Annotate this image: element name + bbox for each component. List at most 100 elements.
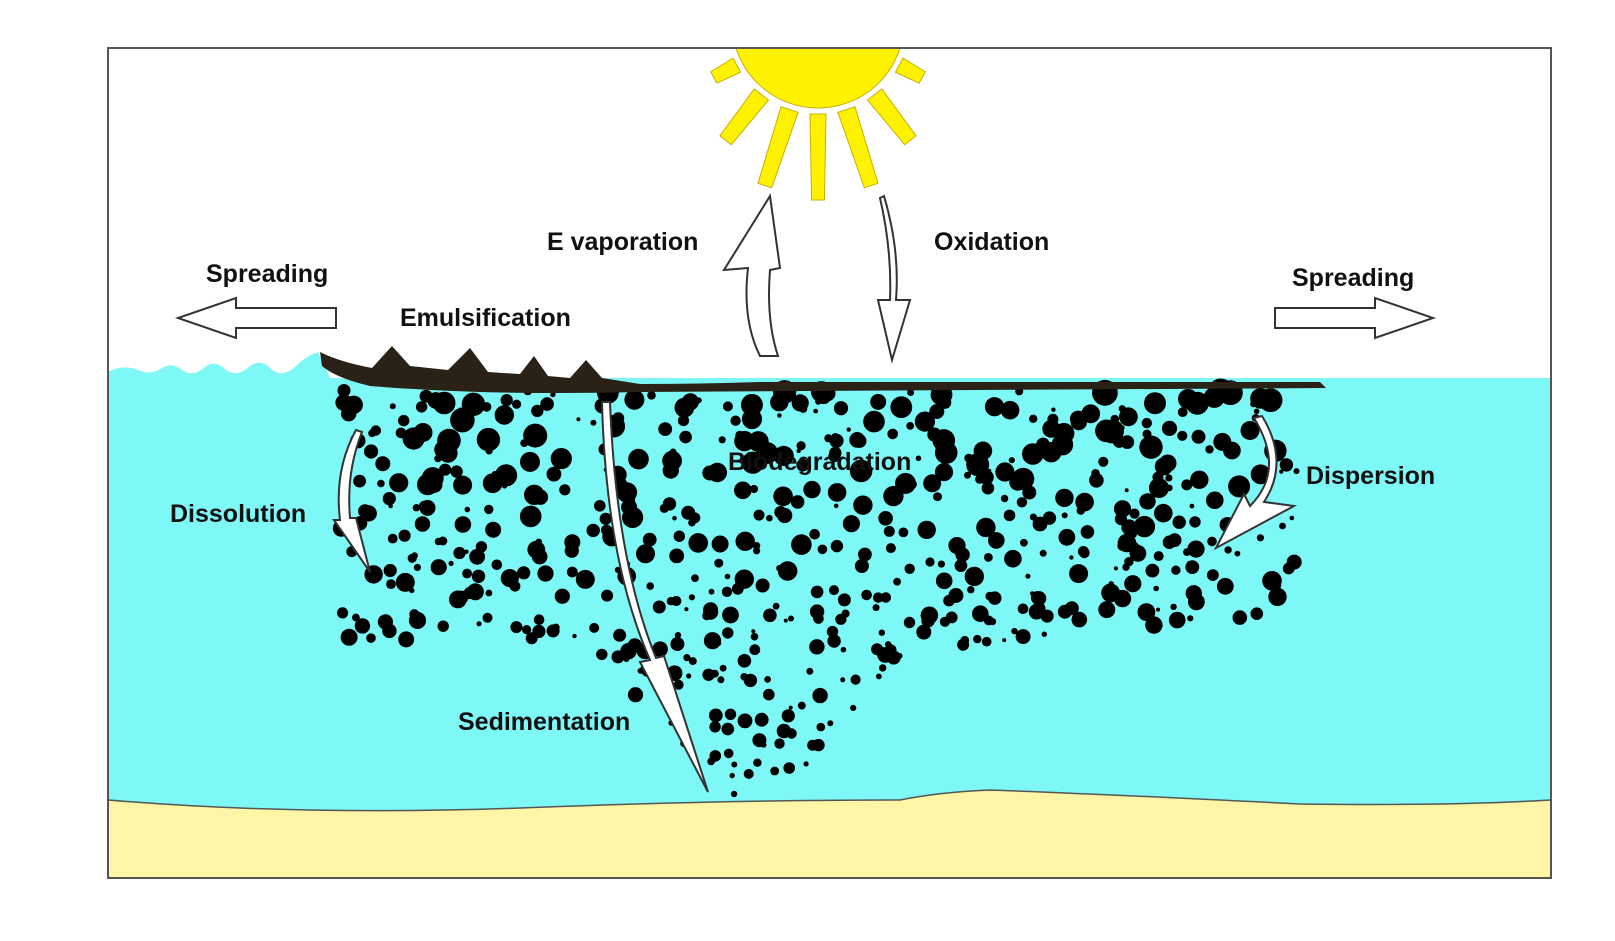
oil-droplet: [432, 391, 456, 415]
oil-droplet: [1124, 575, 1142, 593]
oil-droplet: [1144, 392, 1166, 415]
oil-droplet: [1000, 400, 1020, 420]
oil-droplet: [395, 572, 415, 592]
oil-droplet: [502, 483, 508, 489]
label-spreading-right: Spreading: [1292, 264, 1414, 292]
oil-droplet: [1293, 468, 1300, 475]
oil-droplet: [737, 713, 753, 729]
oil-droplet: [1080, 525, 1095, 539]
oil-droplet: [703, 604, 719, 620]
oil-droplet: [620, 643, 637, 660]
oil-droplet: [1191, 429, 1206, 444]
oil-droplet: [1145, 563, 1160, 578]
oil-droplet: [995, 462, 1015, 482]
oil-droplet: [684, 607, 689, 612]
oil-droplet: [1240, 421, 1260, 440]
oil-droplet: [1154, 503, 1173, 523]
sun-ray: [757, 106, 799, 189]
oil-droplet: [786, 728, 797, 739]
oil-droplet: [1028, 603, 1045, 620]
oil-droplet: [921, 614, 935, 628]
oil-droplet: [870, 393, 887, 410]
oil-droplet: [519, 505, 542, 528]
oil-droplet: [1039, 517, 1045, 522]
oil-droplet: [1256, 534, 1264, 542]
oil-droplet: [1189, 503, 1195, 509]
oil-droplet: [829, 433, 844, 448]
oil-droplet: [509, 474, 516, 482]
oil-droplet: [677, 415, 690, 427]
oil-droplet: [485, 589, 493, 597]
diagram-frame: [107, 47, 1552, 879]
arrow-up-icon: [722, 193, 782, 357]
oil-droplet: [714, 558, 724, 568]
oil-droplet: [398, 414, 410, 427]
oil-droplet: [1187, 615, 1194, 622]
oil-droplet: [853, 495, 873, 515]
oil-droplet: [829, 446, 842, 460]
oil-droplet: [340, 628, 358, 646]
oil-droplet: [849, 432, 866, 448]
oil-droplet: [500, 569, 519, 588]
oil-droplet: [722, 606, 739, 624]
oil-droplet: [743, 673, 758, 688]
label-dispersion: Dispersion: [1306, 462, 1435, 490]
oil-droplet: [753, 758, 762, 767]
oil-droplet: [453, 546, 466, 560]
oil-droplet: [673, 679, 684, 690]
oil-droplet: [773, 486, 793, 507]
oil-droplet: [386, 579, 396, 589]
oil-droplet: [1133, 544, 1141, 552]
oil-droplet: [803, 480, 821, 499]
oil-droplet: [764, 676, 771, 683]
oil-droplet: [510, 621, 523, 634]
oil-droplet: [948, 537, 966, 555]
sea-water: [108, 352, 1551, 810]
oil-droplet: [1000, 494, 1009, 503]
oil-droplet: [666, 597, 676, 606]
oil-droplet: [531, 404, 544, 418]
oil-droplet: [662, 450, 682, 471]
oil-droplet: [681, 505, 696, 520]
oil-droplet: [954, 559, 968, 572]
oil-droplet: [964, 566, 984, 587]
oil-droplet: [979, 469, 994, 485]
oil-droplet: [596, 648, 608, 661]
oil-droplet: [842, 515, 861, 533]
sun-ray: [809, 113, 827, 201]
oil-droplet: [914, 411, 936, 432]
oil-droplet: [1153, 551, 1164, 562]
oil-droplet: [766, 514, 773, 522]
oil-droplet: [753, 509, 765, 521]
oil-droplet: [1015, 629, 1031, 645]
oil-droplet: [893, 577, 901, 586]
oil-droplet: [398, 631, 415, 648]
oil-droplet: [810, 585, 824, 599]
oil-droplet: [1075, 492, 1094, 512]
oil-droplet: [816, 722, 826, 732]
oil-droplet: [398, 529, 411, 542]
arrow-right-icon: [1274, 296, 1437, 340]
oil-droplet: [658, 422, 673, 436]
oil-droplet: [749, 484, 759, 494]
oil-droplet: [708, 708, 723, 723]
oil-droplet: [981, 481, 995, 495]
oil-droplet: [938, 395, 952, 409]
oil-droplet: [1119, 425, 1125, 431]
oil-droplet: [522, 625, 532, 635]
label-biodegradation: Biodegradation: [728, 448, 911, 476]
oil-droplet: [546, 624, 560, 638]
oil-droplet: [1270, 574, 1279, 583]
oil-droplet: [898, 527, 909, 538]
oil-droplet: [485, 521, 502, 538]
oil-droplet: [448, 560, 454, 567]
oil-droplet: [1113, 566, 1118, 571]
oil-droplet: [586, 523, 600, 538]
oil-droplet: [627, 687, 644, 703]
oil-droplet: [669, 548, 685, 564]
oil-droplet: [387, 533, 398, 544]
oil-droplet: [352, 613, 360, 622]
oil-droplet: [788, 705, 793, 710]
oil-droplet: [1110, 414, 1120, 424]
oil-droplet: [735, 531, 755, 551]
